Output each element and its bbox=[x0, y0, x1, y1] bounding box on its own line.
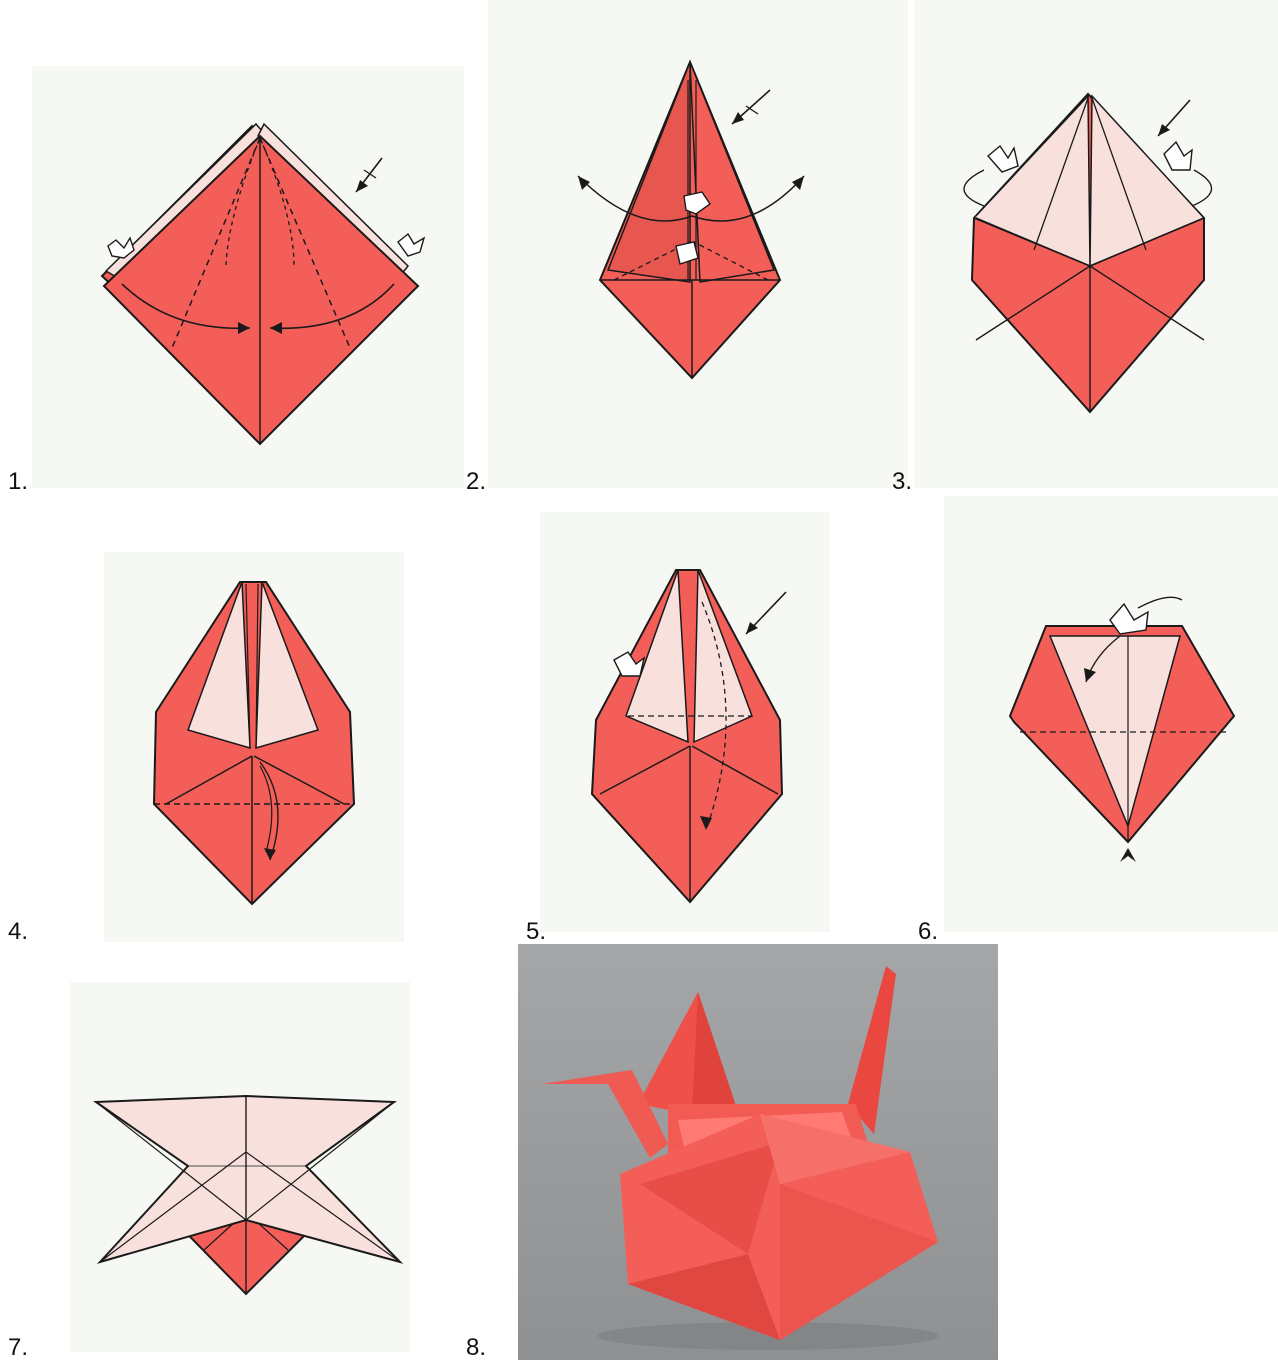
step-2-label: 2. bbox=[466, 468, 487, 495]
squash-star-icon bbox=[987, 144, 1019, 173]
squash-star-icon bbox=[683, 191, 711, 215]
step-3-diagram bbox=[914, 0, 1278, 488]
step-2-diagram bbox=[488, 0, 908, 488]
step-3-illustration bbox=[963, 92, 1213, 414]
step-1-diagram bbox=[32, 66, 464, 488]
step-7-label: 7. bbox=[8, 1334, 29, 1361]
step-5-diagram bbox=[540, 512, 830, 932]
step-5-illustration bbox=[590, 569, 787, 904]
fold-arrow-icon bbox=[121, 283, 251, 330]
squash-star-icon bbox=[1163, 140, 1193, 171]
step-8-photo bbox=[518, 944, 998, 1360]
step-2-illustration bbox=[577, 59, 805, 380]
fold-arrow-icon bbox=[269, 283, 395, 330]
fold-arrow-icon bbox=[1191, 169, 1213, 207]
step-3-label: 3. bbox=[892, 468, 913, 495]
squash-star-icon bbox=[397, 232, 426, 257]
turn-over-arrow-icon bbox=[1120, 848, 1136, 862]
step-4-label: 4. bbox=[8, 918, 29, 945]
fold-arrow-icon bbox=[701, 601, 727, 831]
step-1-label: 1. bbox=[8, 468, 29, 495]
finished-crane-box-photo bbox=[518, 944, 998, 1360]
step-6-diagram bbox=[944, 496, 1278, 932]
step-6-illustration bbox=[1008, 596, 1236, 862]
step-6-label: 6. bbox=[918, 918, 939, 945]
squash-star-icon bbox=[613, 651, 646, 677]
fold-arrow-icon bbox=[259, 761, 279, 861]
squash-star-icon bbox=[1109, 602, 1149, 635]
step-8-label: 8. bbox=[466, 1334, 487, 1361]
squash-star-icon bbox=[675, 241, 699, 265]
step-5-label: 5. bbox=[526, 918, 547, 945]
fold-arrow-icon bbox=[577, 175, 805, 222]
step-1-illustration bbox=[100, 122, 426, 446]
step-4-illustration bbox=[152, 581, 356, 906]
fold-arrow-icon bbox=[963, 169, 985, 207]
squash-star-icon bbox=[107, 236, 135, 259]
step-7-diagram bbox=[70, 982, 410, 1352]
step-7-illustration bbox=[92, 1094, 404, 1296]
fold-arrow-icon bbox=[1137, 596, 1183, 609]
step-4-diagram bbox=[104, 552, 404, 942]
